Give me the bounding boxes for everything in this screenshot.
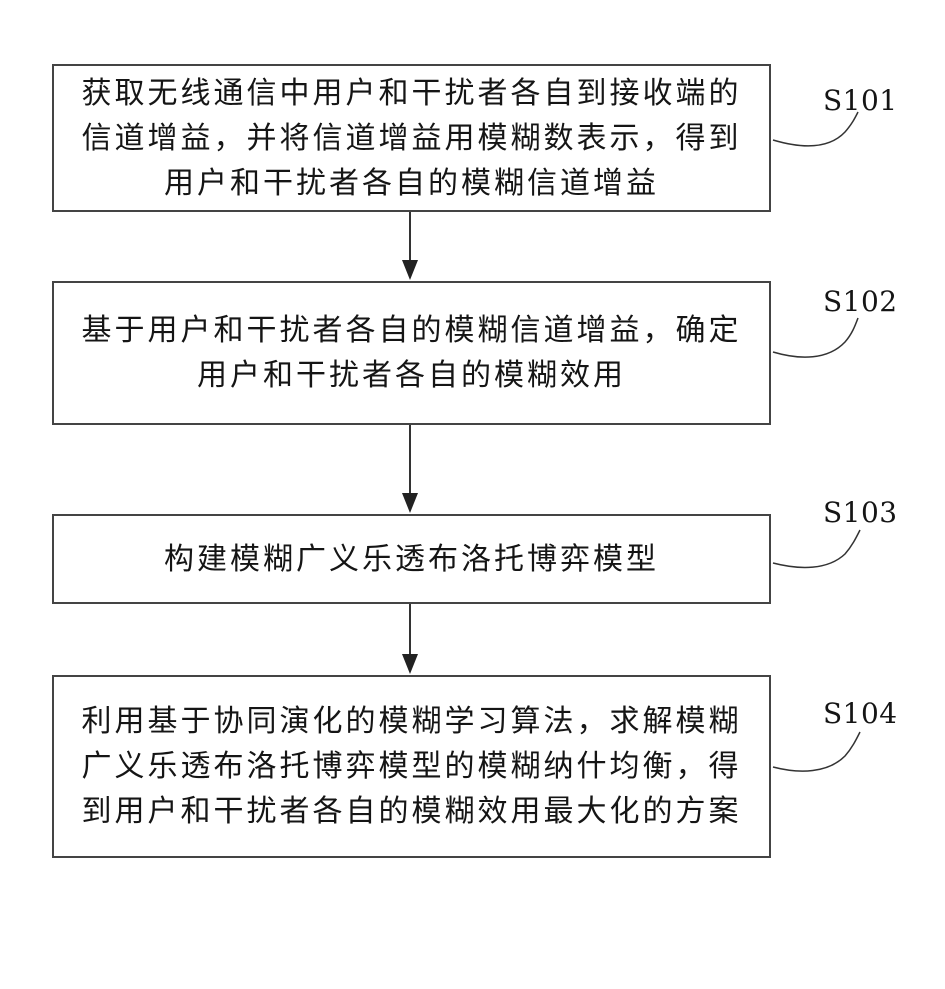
step-box-s102: 基于用户和干扰者各自的模糊信道增益，确定 用户和干扰者各自的模糊效用 — [52, 281, 771, 425]
step-box-s104: 利用基于协同演化的模糊学习算法，求解模糊 广义乐透布洛托博弈模型的模糊纳什均衡，… — [52, 675, 771, 858]
leader-line-s104 — [773, 732, 860, 771]
step-box-s101: 获取无线通信中用户和干扰者各自到接收端的 信道增益，并将信道增益用模糊数表示，得… — [52, 64, 771, 212]
arrow-head-s103-s104 — [402, 654, 418, 674]
leader-line-s101 — [773, 112, 858, 146]
step-label-s104: S104 — [823, 697, 898, 730]
step-label-s103: S103 — [823, 496, 898, 529]
step-text-s103: 构建模糊广义乐透布洛托博弈模型 — [164, 537, 659, 582]
arrow-head-s101-s102 — [402, 260, 418, 280]
step-text-s102: 基于用户和干扰者各自的模糊信道增益，确定 用户和干扰者各自的模糊效用 — [82, 308, 742, 398]
step-label-s102: S102 — [823, 285, 898, 318]
step-text-s104: 利用基于协同演化的模糊学习算法，求解模糊 广义乐透布洛托博弈模型的模糊纳什均衡，… — [82, 699, 742, 834]
step-text-s101: 获取无线通信中用户和干扰者各自到接收端的 信道增益，并将信道增益用模糊数表示，得… — [82, 71, 742, 206]
leader-line-s102 — [773, 318, 858, 357]
step-box-s103: 构建模糊广义乐透布洛托博弈模型 — [52, 514, 771, 604]
arrow-head-s102-s103 — [402, 493, 418, 513]
leader-line-s103 — [773, 530, 860, 567]
step-label-s101: S101 — [823, 84, 898, 117]
